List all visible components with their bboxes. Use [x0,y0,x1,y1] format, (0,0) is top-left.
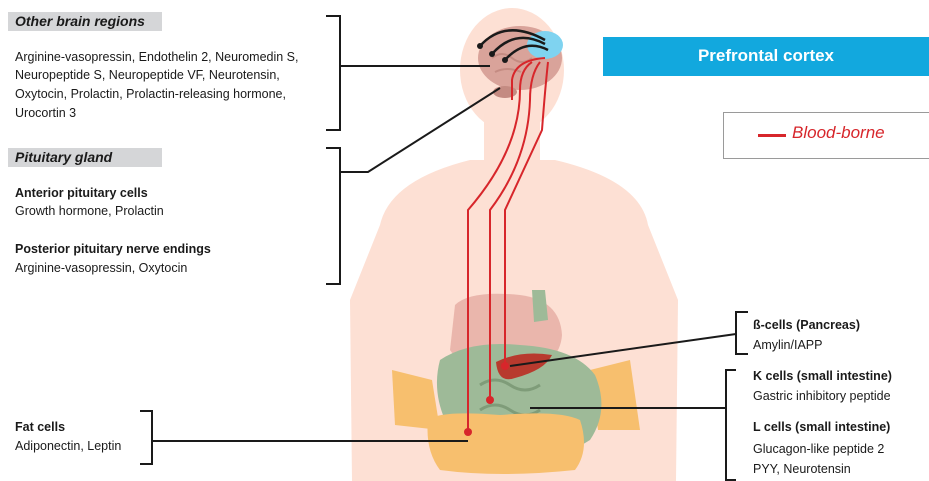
l-cells-line-2: PYY, Neurotensin [753,460,851,478]
other-brain-line-3: Oxytocin, Prolactin, Prolactin-releasing… [15,85,286,103]
posterior-pituitary-title: Posterior pituitary nerve endings [15,240,211,258]
l-cells-line-1: Glucagon-like peptide 2 [753,440,884,458]
other-brain-line-1: Arginine-vasopressin, Endothelin 2, Neur… [15,48,299,66]
l-cells-title: L cells (small intestine) [753,418,890,436]
anterior-pituitary-text: Growth hormone, Prolactin [15,202,164,220]
other-brain-line-4: Urocortin 3 [15,104,76,122]
posterior-pituitary-text: Arginine-vasopressin, Oxytocin [15,259,187,277]
legend: Blood-borne [723,112,929,159]
fat-cells-text: Adiponectin, Leptin [15,437,121,455]
legend-line-swatch [758,134,786,137]
prefrontal-cortex-label: Prefrontal cortex [603,46,929,66]
beta-cells-title: ß-cells (Pancreas) [753,316,860,334]
other-brain-title: Other brain regions [15,13,145,29]
pituitary-title: Pituitary gland [15,149,112,165]
fat-belly [428,413,585,474]
legend-label: Blood-borne [792,123,885,143]
fat-cells-title: Fat cells [15,418,65,436]
k-cells-title: K cells (small intestine) [753,367,892,385]
other-brain-line-2: Neuropeptide S, Neuropeptide VF, Neurote… [15,66,280,84]
k-cells-text: Gastric inhibitory peptide [753,387,891,405]
prefrontal-cortex-box: Prefrontal cortex [603,37,929,76]
anterior-pituitary-title: Anterior pituitary cells [15,184,148,202]
beta-cells-text: Amylin/IAPP [753,336,822,354]
